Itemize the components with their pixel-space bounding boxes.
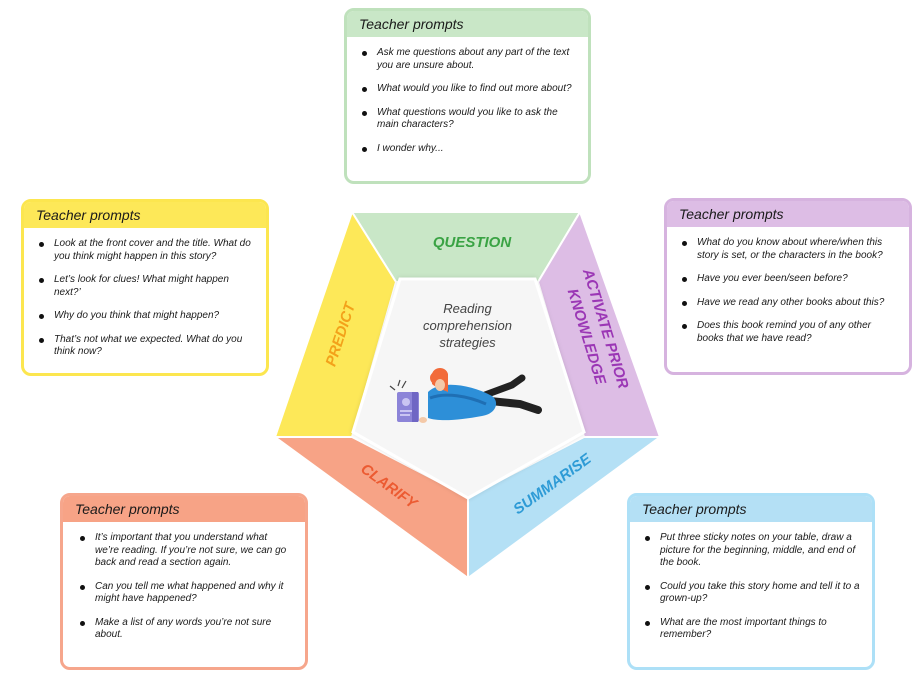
summarise-prompt-item: Put three sticky notes on your table, dr… bbox=[645, 532, 860, 570]
activate-prompt-item: Have you ever been/seen before? bbox=[682, 273, 897, 286]
activate-prompt-item: Have we read any other books about this? bbox=[682, 297, 897, 310]
clarify-prompt-item: Can you tell me what happened and why it… bbox=[80, 581, 293, 606]
predict-prompts-header: Teacher prompts bbox=[24, 202, 266, 228]
activate-prompts-list: What do you know about where/when this s… bbox=[667, 227, 909, 362]
predict-prompt-item: Let’s look for clues! What might happen … bbox=[39, 274, 254, 299]
child-reading-illustration bbox=[389, 368, 542, 423]
question-prompts-list: Ask me questions about any part of the t… bbox=[347, 37, 588, 172]
clarify-prompt-item: Make a list of any words you’re not sure… bbox=[80, 617, 293, 642]
question-prompt-item: What questions would you like to ask the… bbox=[362, 107, 576, 132]
clarify-prompts-header: Teacher prompts bbox=[63, 496, 305, 522]
activate-prompt-item: What do you know about where/when this s… bbox=[682, 237, 897, 262]
summarise-prompt-item: What are the most important things to re… bbox=[645, 617, 860, 642]
clarify-prompts-card: Teacher prompts It’s important that you … bbox=[60, 493, 308, 670]
question-prompts-card: Teacher prompts Ask me questions about a… bbox=[344, 8, 591, 184]
clarify-prompts-list: It’s important that you understand what … bbox=[63, 522, 305, 659]
question-prompt-item: What would you like to find out more abo… bbox=[362, 83, 576, 96]
summarise-prompts-header: Teacher prompts bbox=[630, 496, 872, 522]
activate-prompts-card: Teacher prompts What do you know about w… bbox=[664, 198, 912, 375]
activate-prompt-item: Does this book remind you of any other b… bbox=[682, 320, 897, 345]
predict-prompt-item: Why do you think that might happen? bbox=[39, 310, 254, 323]
summarise-prompts-list: Put three sticky notes on your table, dr… bbox=[630, 522, 872, 659]
question-prompts-header: Teacher prompts bbox=[347, 11, 588, 37]
summarise-prompts-card: Teacher prompts Put three sticky notes o… bbox=[627, 493, 875, 670]
center-title: Reading comprehension strategies bbox=[423, 301, 512, 350]
question-prompt-item: Ask me questions about any part of the t… bbox=[362, 47, 576, 72]
predict-prompts-card: Teacher prompts Look at the front cover … bbox=[21, 199, 269, 376]
question-prompt-item: I wonder why... bbox=[362, 143, 576, 156]
summarise-prompt-item: Could you take this story home and tell … bbox=[645, 580, 860, 604]
activate-prompts-header: Teacher prompts bbox=[667, 201, 909, 227]
clarify-prompt-item: It’s important that you understand what … bbox=[80, 532, 293, 570]
label-question: QUESTION bbox=[433, 234, 513, 251]
predict-prompts-list: Look at the front cover and the title. W… bbox=[24, 228, 266, 373]
predict-prompt-item: That’s not what we expected. What do you… bbox=[39, 334, 254, 359]
segment-predict bbox=[274, 211, 397, 438]
predict-prompt-item: Look at the front cover and the title. W… bbox=[39, 238, 254, 263]
